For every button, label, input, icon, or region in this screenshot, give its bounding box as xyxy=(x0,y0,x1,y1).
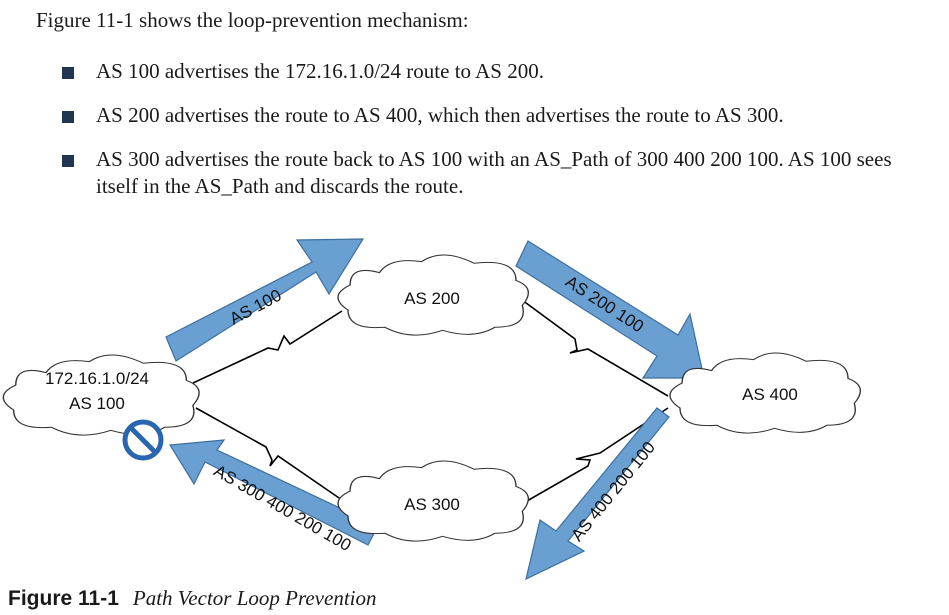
link-as100-as300 xyxy=(195,407,343,501)
loop-prevention-diagram: AS 100 AS 200 100 AS 400 200 100 AS 300 … xyxy=(2,238,862,581)
figure-caption: Figure 11-1 Path Vector Loop Prevention xyxy=(8,586,376,611)
cloud-as300: AS 300 xyxy=(337,460,530,542)
cloud-as400: AS 400 xyxy=(669,352,862,434)
cloud-as100: 172.16.1.0/24 AS 100 xyxy=(2,354,200,436)
bullet-item: AS 300 advertises the route back to AS 1… xyxy=(62,146,922,200)
arrow-to-as200: AS 100 xyxy=(165,238,365,362)
caption-title: Path Vector Loop Prevention xyxy=(132,586,377,610)
arrow-label-to-as300: AS 400 200 100 xyxy=(567,438,659,545)
cloud-label-as200: AS 200 xyxy=(404,289,460,308)
cloud-label-as400: AS 400 xyxy=(742,385,798,404)
bullet-item: AS 100 advertises the 172.16.1.0/24 rout… xyxy=(62,58,922,85)
bullet-text: AS 200 advertises the route to AS 400, w… xyxy=(96,103,784,127)
arrow-to-as400: AS 200 100 xyxy=(515,240,705,379)
bullet-square-icon xyxy=(62,111,74,123)
intro-text: Figure 11-1 shows the loop-prevention me… xyxy=(36,8,469,32)
cloud-as200: AS 200 xyxy=(337,254,530,336)
bullet-square-icon xyxy=(62,155,74,167)
caption-label: Figure 11-1 xyxy=(8,587,119,610)
cloud-label-as300: AS 300 xyxy=(404,495,460,514)
discard-prohibit-icon xyxy=(122,419,164,461)
cloud-label-prefix: 172.16.1.0/24 xyxy=(45,369,149,388)
bullet-list: AS 100 advertises the 172.16.1.0/24 rout… xyxy=(62,58,922,217)
bullet-item: AS 200 advertises the route to AS 400, w… xyxy=(62,102,922,129)
bullet-square-icon xyxy=(62,67,74,79)
link-as300-as400 xyxy=(519,407,669,506)
bullet-text: AS 100 advertises the 172.16.1.0/24 rout… xyxy=(96,59,544,83)
cloud-label-as100: AS 100 xyxy=(69,394,125,413)
bullet-text: AS 300 advertises the route back to AS 1… xyxy=(96,147,892,198)
arrow-to-as300: AS 400 200 100 xyxy=(525,407,670,581)
link-as100-as200 xyxy=(192,310,343,384)
link-as200-as400 xyxy=(521,299,669,397)
